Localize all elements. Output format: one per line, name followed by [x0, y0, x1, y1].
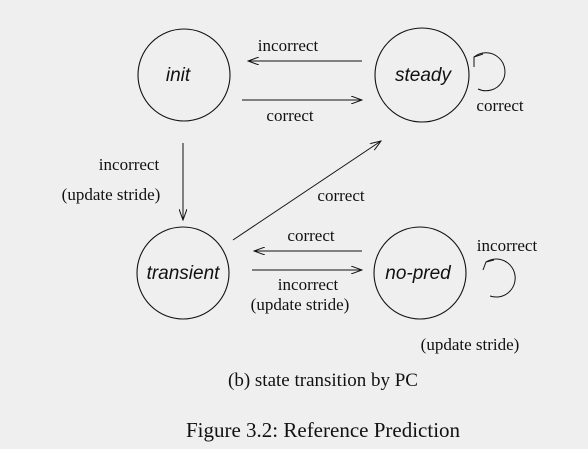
- edge-nopred-self-loop-arrowhead: [482, 259, 495, 271]
- edge-steady-self-loop-arrowhead: [473, 53, 484, 67]
- state-steady: [374, 27, 470, 123]
- edge-nopred-self-loop: [485, 258, 516, 298]
- state-transient: [136, 226, 230, 320]
- edge-label-nopred-self-2: (update stride): [421, 335, 520, 354]
- figure-caption: Figure 3.2: Reference Prediction: [186, 418, 461, 442]
- state-init-label: init: [166, 65, 191, 86]
- state-steady-label: steady: [395, 65, 452, 86]
- subfigure-caption: (b) state transition by PC: [228, 370, 418, 391]
- edge-label-init-to-transient-1: incorrect: [99, 155, 160, 174]
- state-no-pred-label: no-pred: [385, 263, 452, 284]
- edge-label-nopred-self-1: incorrect: [477, 236, 538, 255]
- edge-steady-self-loop: [473, 52, 506, 92]
- edge-label-transient-to-steady: correct: [317, 186, 364, 205]
- state-init: [137, 28, 231, 122]
- edge-label-nopred-to-transient: correct: [287, 226, 334, 245]
- edge-label-init-to-steady: correct: [266, 106, 313, 125]
- edge-transient-to-steady: [232, 141, 381, 241]
- state-transient-label: transient: [147, 263, 221, 284]
- edge-label-transient-to-nopred-1: incorrect: [278, 275, 339, 294]
- edge-label-init-to-transient-2: (update stride): [62, 185, 161, 204]
- edge-label-steady-to-init: incorrect: [258, 36, 319, 55]
- edge-label-steady-self: correct: [476, 96, 523, 115]
- state-no-pred: [373, 226, 467, 320]
- edge-label-transient-to-nopred-2: (update stride): [251, 295, 350, 314]
